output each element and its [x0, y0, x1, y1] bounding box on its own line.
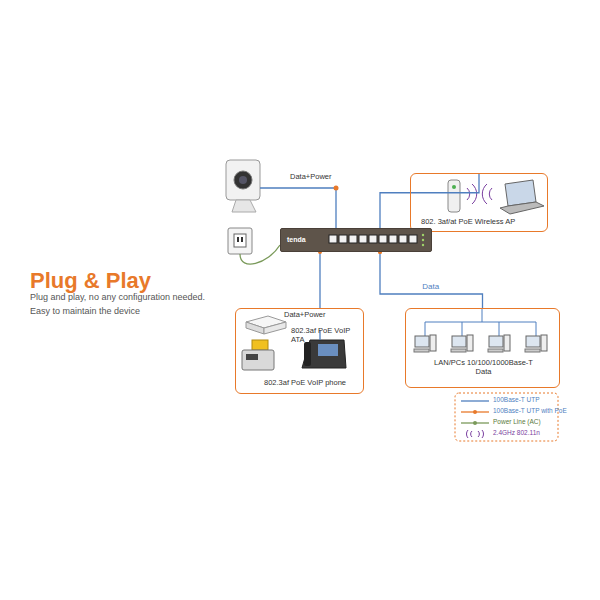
legend-box [455, 393, 558, 441]
fax-machine [242, 340, 274, 370]
legend-sample [473, 421, 477, 425]
pc-icons [504, 335, 510, 351]
cable [319, 252, 320, 308]
voip-phone [302, 340, 346, 368]
wireless-ap [448, 180, 492, 212]
voip-ata [246, 322, 264, 334]
power-outlet [234, 234, 246, 247]
node-text: 802.3af PoE VoIP ATA [291, 327, 351, 344]
pc-icons [488, 349, 503, 352]
power-outlet [228, 228, 252, 254]
pc-icons [526, 336, 540, 347]
switch-ports [349, 235, 357, 243]
legend-sample [461, 410, 489, 414]
wire-label: Data+Power [290, 173, 331, 182]
legend-sample [466, 430, 483, 438]
switch-ports [379, 235, 387, 243]
legend-text: 100Base-T UTP [493, 396, 539, 403]
edge-label: Data [421, 282, 440, 291]
legend-sample [461, 401, 489, 402]
pc-icons [489, 336, 503, 347]
lan-bus [425, 308, 536, 336]
camera-wire [260, 186, 339, 229]
switch-ports [359, 235, 367, 243]
fax-machine [252, 340, 268, 350]
switch-ports [399, 235, 407, 243]
page-title: Plug & Play [30, 268, 151, 293]
voip-ata [264, 322, 286, 334]
wireless-ap [467, 184, 477, 204]
ip-camera [226, 160, 260, 200]
pc-icons [415, 336, 429, 347]
body-text: Plug and play, no any configuration need… [30, 292, 205, 302]
switch-ports [339, 235, 347, 243]
fax-machine [246, 354, 258, 360]
voip-phone [302, 340, 346, 368]
switch-ports [329, 235, 337, 243]
lan-box: LAN/PCs 10/100/1000Base-T Data [405, 308, 560, 388]
cable [380, 252, 483, 308]
switch-ports [422, 244, 424, 246]
pc-icons [467, 335, 473, 351]
laptop [500, 180, 544, 214]
switch-ports [389, 235, 397, 243]
lan-bus [425, 308, 536, 336]
wireless-ap [452, 185, 456, 189]
ap-box: 802. 3af/at PoE Wireless AP [410, 173, 548, 232]
node-text: 802.3af PoE VoIP phone [264, 379, 360, 388]
legend-text: Power Line (AC) [493, 418, 541, 425]
pc-icons [414, 349, 429, 352]
pc-icons [452, 336, 466, 347]
wireless-ap [482, 184, 492, 204]
pc-icons [414, 335, 547, 352]
node-text: 802. 3af/at PoE Wireless AP [421, 218, 543, 227]
laptop [505, 180, 536, 206]
legend-sample [466, 430, 483, 438]
power-outlet [240, 245, 280, 264]
voip-ata [246, 316, 286, 334]
voip-phone [304, 342, 311, 366]
legend-sample [461, 400, 489, 401]
voip-phone [318, 344, 338, 356]
ip-camera [234, 171, 252, 189]
node-text: LAN/PCs 10/100/1000Base-T Data [434, 359, 533, 376]
legend-text: 100Base-T UTP with PoE [493, 407, 567, 414]
legend-box [455, 393, 558, 441]
pc-icons [525, 349, 540, 352]
pc-icons [541, 335, 547, 351]
ip-camera [232, 200, 256, 212]
node-text: tenda [287, 236, 317, 244]
camera-wire [334, 186, 339, 191]
switch-ports [369, 235, 377, 243]
switch-ports [422, 234, 424, 236]
wire-label: Data+Power [284, 311, 325, 320]
legend-sample [461, 421, 489, 425]
ip-camera [226, 160, 260, 212]
switch-ports [409, 235, 417, 243]
pc-icons [430, 335, 436, 351]
wireless-ap [448, 180, 460, 212]
power-outlet [237, 237, 239, 242]
ip-camera [239, 176, 247, 184]
pc-icons [451, 349, 466, 352]
voip-box: 802.3af PoE VoIP ATA 802.3af PoE VoIP pho… [235, 308, 364, 394]
power-outlet [228, 228, 280, 264]
fax-machine [242, 350, 274, 370]
legend-sample [473, 410, 477, 414]
poe-switch: tenda [280, 228, 432, 252]
laptop [500, 202, 544, 214]
body-text: Easy to maintain the device [30, 306, 140, 316]
legend-text: 2.4GHz 802.11n [493, 429, 540, 436]
switch-ports [422, 239, 424, 241]
camera-wire [260, 188, 336, 228]
power-outlet [241, 237, 243, 242]
